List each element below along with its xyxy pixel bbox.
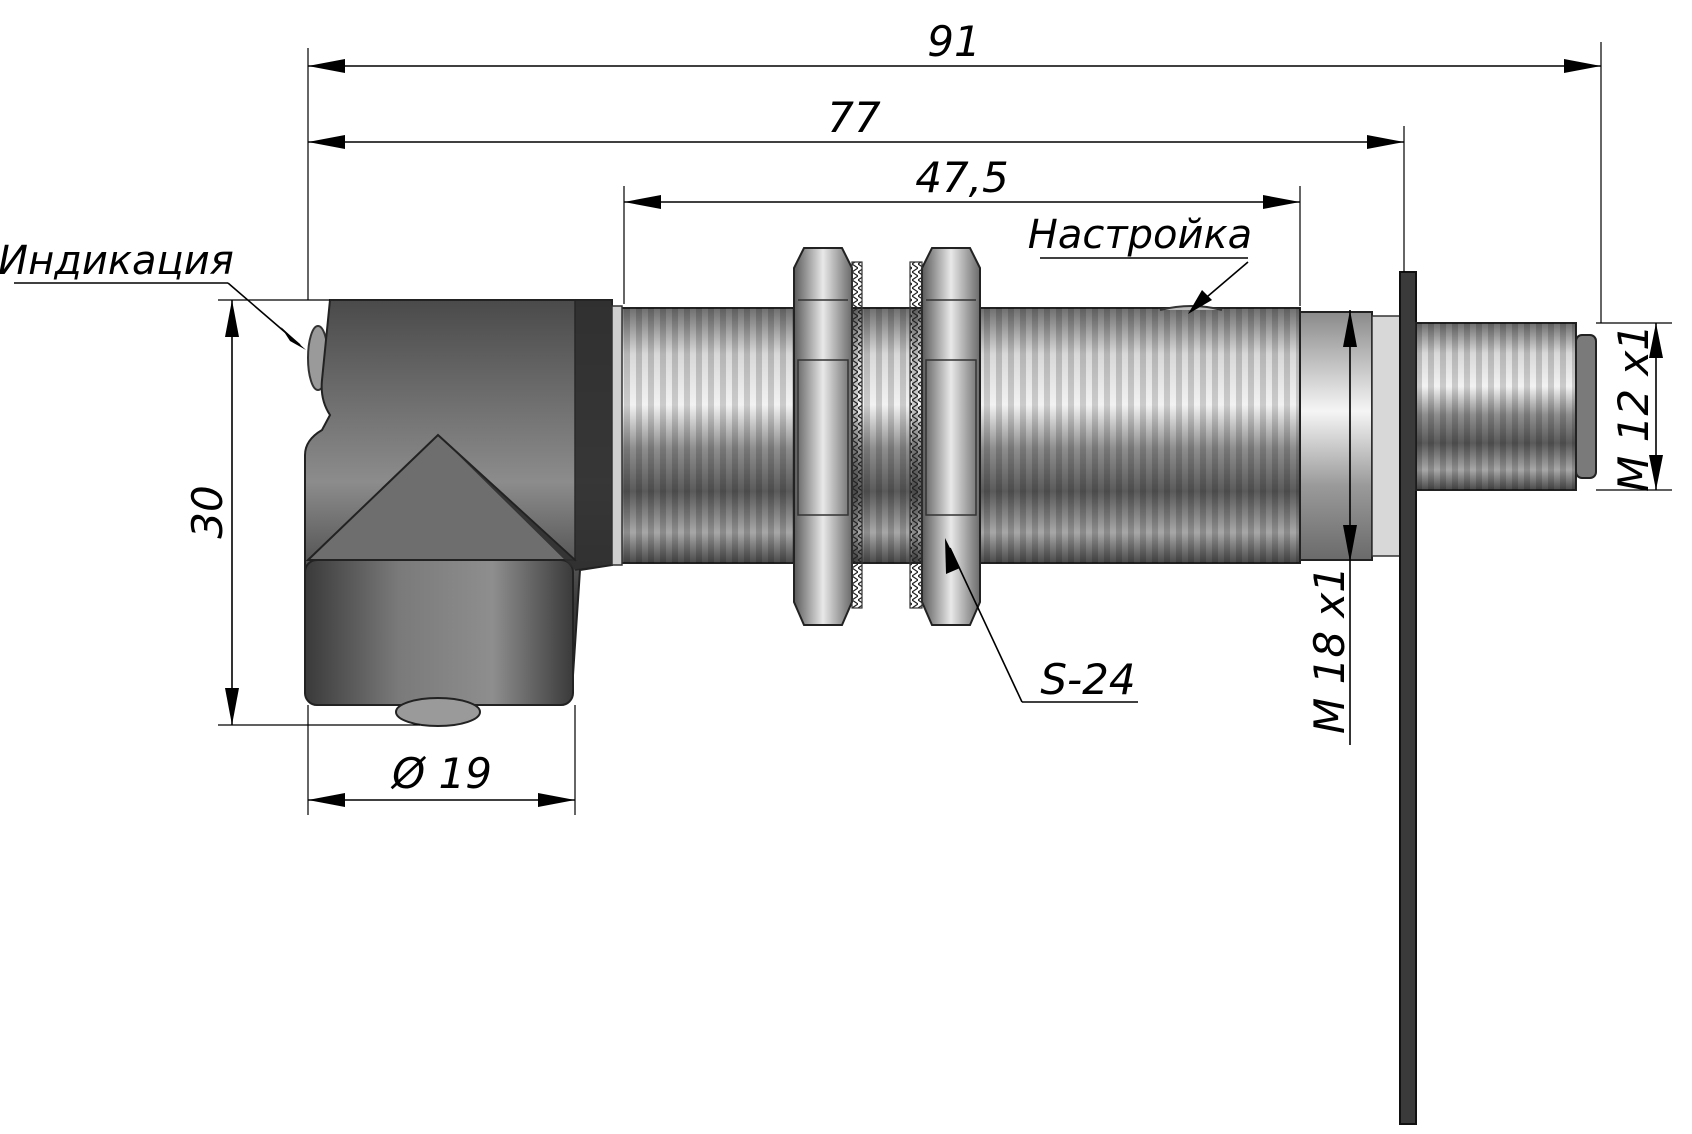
dimension-height-text: 30: [183, 485, 232, 538]
dimension-connector-thread: M 12 x1: [1596, 322, 1672, 492]
dimension-overall-length: 91: [307, 17, 1602, 323]
dimension-diameter: Ø 19: [307, 705, 576, 815]
connector-facet-top: [437, 299, 613, 571]
callout-nut-size-text: S-24: [1040, 655, 1135, 704]
sensor-model: [304, 247, 1597, 1125]
adjustment-notch: [1159, 305, 1223, 311]
dimension-connector-thread-text: M 12 x1: [1609, 324, 1658, 492]
dimension-body-length-text: 77: [827, 93, 881, 142]
callout-indication: Индикация: [0, 238, 306, 350]
cable-outlet: [395, 697, 481, 727]
callout-indication-text: Индикация: [0, 238, 234, 284]
callout-adjustment: Настройка: [1028, 212, 1252, 314]
dimension-main-thread-text: M 18 x1: [1305, 566, 1354, 734]
dimension-body-length: 77: [308, 93, 1405, 272]
mounting-plate: [1399, 271, 1417, 1125]
hex-nut-2: [909, 247, 981, 626]
dimension-thread-length: 47,5: [623, 153, 1301, 306]
hex-nut-1: [793, 247, 863, 626]
dimension-thread-length-text: 47,5: [915, 153, 1009, 202]
dimension-height: 30: [183, 299, 420, 726]
connector-side-face: [304, 559, 574, 706]
callout-adjustment-text: Настройка: [1028, 212, 1252, 258]
dimension-main-thread: M 18 x1: [1305, 310, 1357, 745]
callout-nut-size: S-24: [945, 538, 1138, 704]
dimension-diameter-text: Ø 19: [390, 749, 492, 798]
collar: [1299, 311, 1373, 561]
dimension-overall-length-text: 91: [927, 17, 980, 66]
